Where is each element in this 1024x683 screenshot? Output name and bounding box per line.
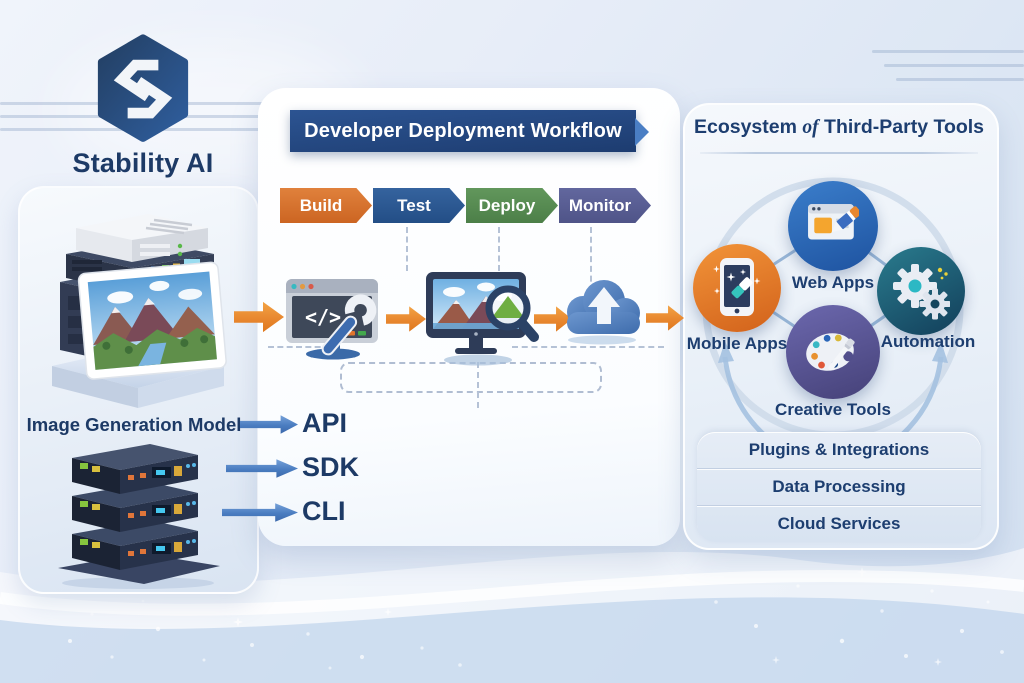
decor-line xyxy=(884,64,1024,67)
category-plugins-integrations: Plugins & Integrations xyxy=(748,440,930,459)
stage-deploy: Deploy xyxy=(466,188,558,223)
magnifier-icon xyxy=(485,285,539,342)
label-web-apps: Web Apps xyxy=(791,273,875,292)
node-automation xyxy=(877,247,965,335)
stage-monitor: Monitor xyxy=(559,188,651,223)
dashed-connector xyxy=(512,346,664,348)
cloud-upload-icon xyxy=(567,280,640,345)
dashed-connector xyxy=(268,346,330,348)
code-glyph: </> xyxy=(305,305,341,329)
label-creative-tools: Creative Tools xyxy=(775,400,891,419)
brand-name: Stability AI xyxy=(72,148,214,178)
gears-icon xyxy=(893,264,950,320)
server-stack-illustration xyxy=(52,214,227,408)
code-window-wrench-icon: </> xyxy=(286,279,378,360)
dashed-connector xyxy=(590,227,592,301)
dashed-connector xyxy=(498,227,500,271)
smartphone-sparkles-icon xyxy=(713,258,761,316)
rack-units xyxy=(72,444,198,570)
decor-line xyxy=(896,78,1024,81)
generated-landscape-image xyxy=(77,261,227,380)
node-mobile-apps xyxy=(693,244,781,332)
ecosystem-title: Ecosystem of Third-Party Tools xyxy=(688,116,990,139)
monitor-image-magnifier-icon xyxy=(426,272,539,366)
ecosystem-title-part3: Third-Party Tools xyxy=(824,116,985,138)
stage-build: Build xyxy=(280,188,372,223)
dashed-connector xyxy=(477,362,479,408)
browser-pen-icon xyxy=(808,204,859,240)
ecosystem-title-part2: of xyxy=(802,117,819,138)
node-creative-tools xyxy=(786,305,880,399)
interface-label-sdk: SDK xyxy=(302,452,360,482)
decor-line xyxy=(872,50,1024,53)
divider xyxy=(700,152,978,154)
stage-test: Test xyxy=(373,188,465,223)
category-cloud-services: Cloud Services xyxy=(697,505,981,542)
label-automation: Automation xyxy=(880,332,976,351)
node-web-apps xyxy=(788,181,878,271)
stability-ai-logo-icon xyxy=(97,34,189,142)
dashed-connector xyxy=(406,227,408,271)
interface-label-api: API xyxy=(302,408,348,438)
server-rack-illustration xyxy=(58,444,220,589)
ecosystem-title-part1: Ecosystem xyxy=(693,116,797,138)
workflow-title-banner: Developer Deployment Workflow xyxy=(290,110,649,152)
category-list: Plugins & Integrations Data Processing C… xyxy=(697,432,981,542)
palette-brush-icon xyxy=(806,333,855,371)
interface-label-cli: CLI xyxy=(302,496,346,526)
wrench-icon xyxy=(321,294,377,356)
workflow-title: Developer Deployment Workflow xyxy=(304,119,622,142)
model-label: Image Generation Model xyxy=(26,414,242,435)
label-mobile-apps: Mobile Apps xyxy=(686,334,788,353)
category-data-processing: Data Processing xyxy=(697,468,981,505)
